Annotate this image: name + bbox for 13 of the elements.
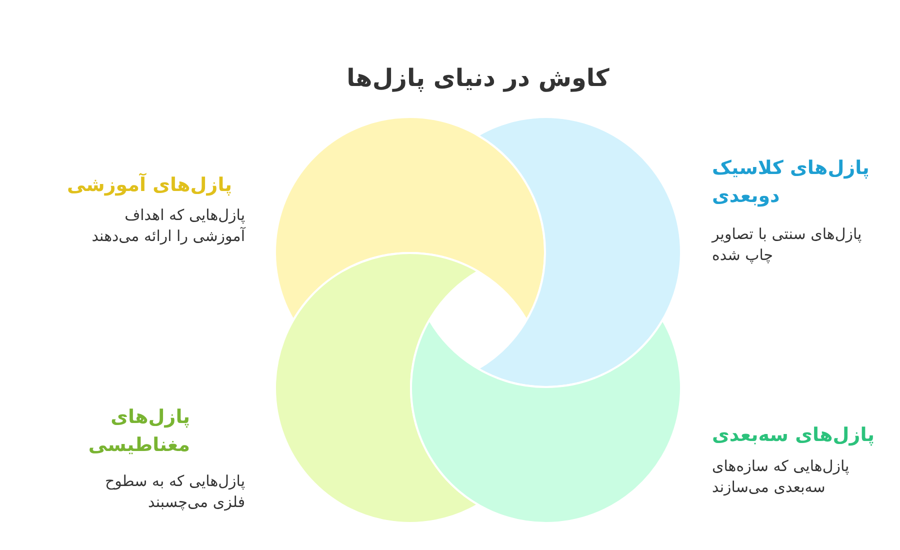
title: کاوش در دنیای پازل‌ها: [346, 63, 610, 94]
category-heading: پازل‌های کلاسیک دوبعدی: [712, 156, 870, 209]
description-text: پازل‌هایی که سازه‌های سه‌بعدی می‌سازند: [712, 456, 850, 498]
crescent-shape: [410, 319, 682, 524]
description-text: پازل‌های سنتی با تصاویر چاپ شده: [712, 224, 863, 266]
category-heading: پازل‌های مغناطیسی: [87, 405, 190, 458]
description-text: پازل‌هایی که به سطوح فلزی می‌چسبند: [104, 471, 245, 513]
crescent-shape: [477, 116, 682, 388]
description-text: پازل‌هایی که اهداف آموزشی را ارائه می‌دهند: [90, 205, 245, 247]
crescent-shape: [274, 116, 546, 321]
category-heading: پازل‌های سه‌بعدی: [712, 423, 876, 448]
crescent-shape: [274, 252, 479, 524]
category-heading: پازل‌های آموزشی: [66, 172, 232, 198]
